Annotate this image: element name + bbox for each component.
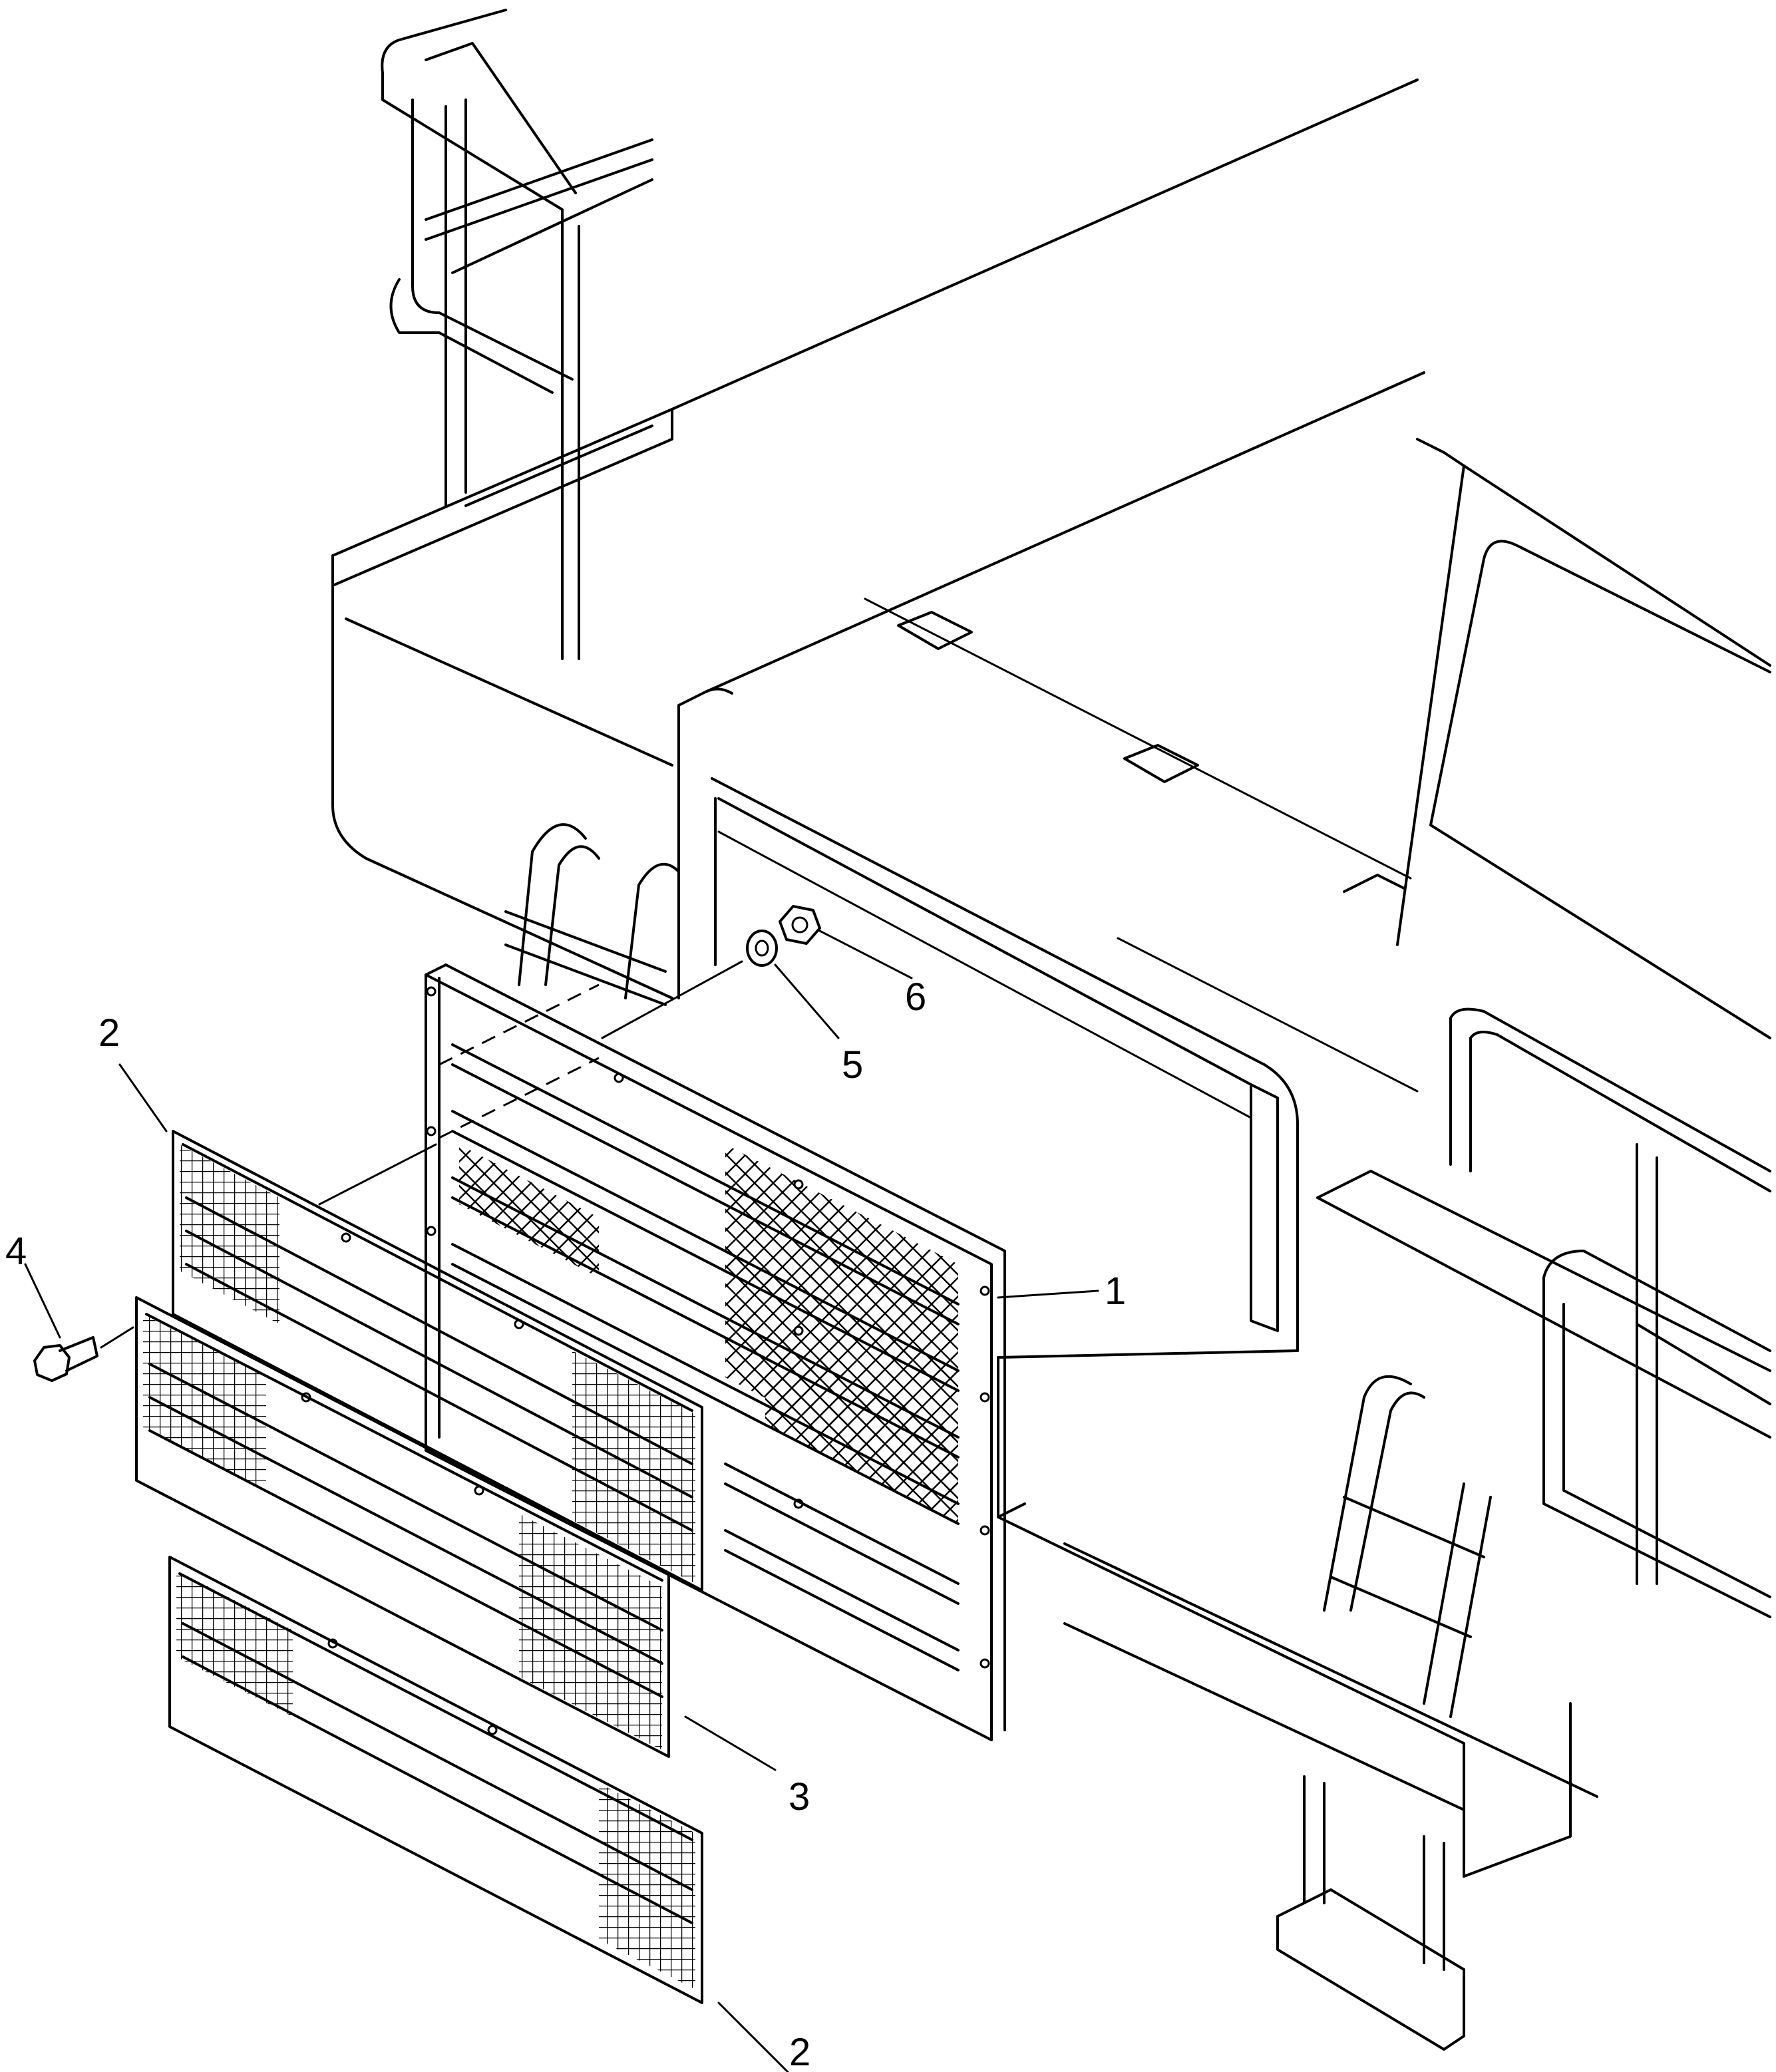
callout-4: 4	[5, 1230, 27, 1273]
callout-3: 3	[789, 1775, 810, 1818]
assembly-lines	[100, 960, 743, 1349]
part-5-washer	[746, 930, 778, 967]
top-handrail	[381, 9, 653, 660]
callouts: 1 2 2 3 4 5 6	[5, 975, 1126, 2072]
callout-2-lower: 2	[789, 2031, 810, 2072]
part-2-lower-screen	[168, 1556, 703, 2004]
leader-lines	[24, 929, 1099, 2072]
part-3-middle-screen	[135, 1296, 670, 1758]
part-4-bolt	[33, 1336, 98, 1382]
part-2-upper-screen	[172, 1130, 703, 1592]
callout-5: 5	[842, 1043, 863, 1087]
callout-2-upper: 2	[98, 1011, 120, 1055]
right-ladder	[1323, 1375, 1492, 1718]
left-ladder	[504, 823, 680, 1006]
part-6-nut	[779, 905, 821, 945]
part-1-grille-frame	[425, 963, 1006, 1741]
callout-1: 1	[1105, 1270, 1126, 1313]
callout-6: 6	[905, 975, 926, 1019]
truck-body	[331, 79, 1771, 2051]
